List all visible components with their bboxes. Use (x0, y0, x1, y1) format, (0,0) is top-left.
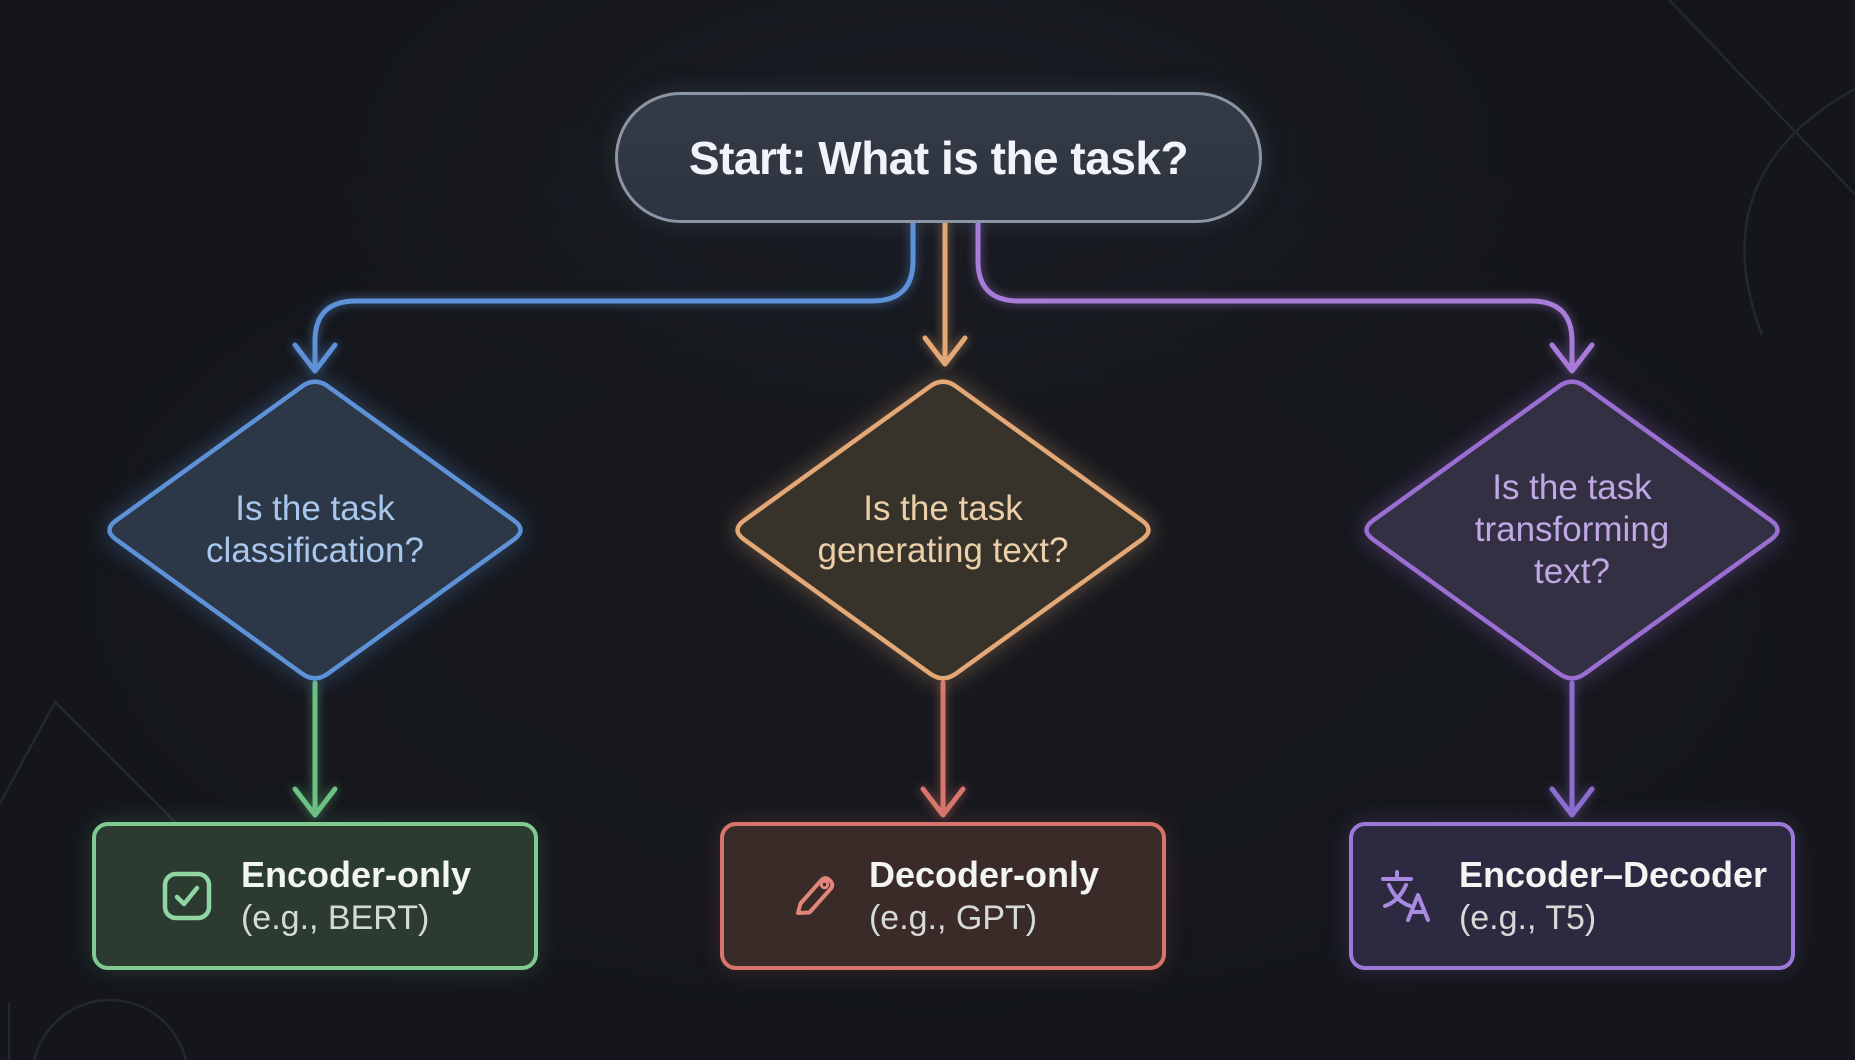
decoration-diagonal (1667, 0, 1855, 197)
arrowhead-decoder (920, 786, 966, 818)
outcome-subtitle: (e.g., GPT) (868, 899, 1038, 938)
outcome-encoder-only: Encoder-only (e.g., BERT) (92, 822, 538, 970)
translate-icon (1377, 868, 1433, 924)
decision-diamond-classification (107, 379, 523, 681)
arrowhead-encdec (1549, 786, 1595, 818)
decision-label-classification: Is the task classification? (155, 488, 475, 572)
decision-label-generating: Is the task generating text? (783, 488, 1103, 572)
pencil-icon (787, 868, 843, 924)
connector-start-to-transforming (975, 220, 1575, 367)
outcome-title: Decoder-only (868, 854, 1100, 896)
outcome-subtitle: (e.g., BERT) (240, 899, 430, 938)
decision-line: Is the task (1492, 468, 1652, 507)
arrowhead-generating (922, 335, 968, 367)
outcome-title: Encoder–Decoder (1458, 854, 1768, 896)
decision-label-transforming: Is the task transforming text? (1412, 467, 1732, 593)
connectors (292, 220, 1595, 818)
decision-line: Is the task (863, 489, 1023, 528)
arrowhead-classification (292, 342, 338, 374)
start-label: Start: What is the task? (688, 131, 1189, 184)
checkbox-icon (159, 868, 215, 924)
decision-line: text? (1534, 552, 1610, 591)
decision-line: generating text? (817, 531, 1069, 570)
decision-line: Is the task (235, 489, 395, 528)
decoration-circle (32, 998, 188, 1060)
outcome-subtitle: (e.g., T5) (1458, 899, 1597, 938)
start-node: Start: What is the task? (615, 92, 1262, 223)
outcome-encoder-decoder: Encoder–Decoder (e.g., T5) (1349, 822, 1795, 970)
outcome-title: Encoder-only (240, 854, 472, 896)
decision-diamond-transforming (1364, 379, 1780, 681)
arrowhead-encoder (292, 786, 338, 818)
decision-diamond-generating (735, 379, 1151, 681)
decision-line: classification? (206, 531, 424, 570)
connector-start-to-classification (312, 220, 916, 367)
arrowhead-transforming (1549, 342, 1595, 374)
decision-line: transforming (1474, 510, 1670, 549)
outcome-decoder-only: Decoder-only (e.g., GPT) (720, 822, 1166, 970)
decoration-curve (1743, 87, 1855, 336)
decoration-mountain (0, 699, 216, 863)
